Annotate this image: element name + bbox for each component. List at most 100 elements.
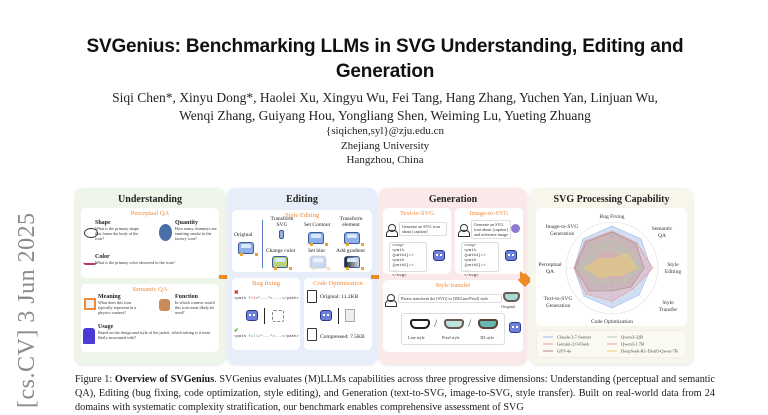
down-arrow-icon bbox=[264, 308, 265, 324]
figure-caption: Figure 1: Overview of SVGenius. SVGenius… bbox=[75, 373, 715, 415]
email[interactable]: {siqichen,syl}@zju.edu.cn bbox=[325, 125, 445, 137]
robot-icon bbox=[433, 250, 445, 261]
car-contour-icon bbox=[308, 232, 328, 246]
quantity-question: How many chimneys are emitting smoke in … bbox=[175, 226, 217, 241]
perceptual-qa-title: Perceptual QA bbox=[130, 210, 170, 217]
user-icon bbox=[385, 294, 397, 307]
caption-bold: Overview of SVGenius bbox=[114, 374, 215, 385]
understanding-panel: Understanding Perceptual QA Shape What i… bbox=[75, 188, 225, 364]
robot-icon bbox=[505, 250, 517, 261]
divider bbox=[262, 220, 263, 268]
transform-svg-label: Transform SVG bbox=[270, 216, 294, 228]
shoe-icon bbox=[83, 260, 97, 265]
text-to-svg-title: Text-to-SVG bbox=[400, 210, 434, 217]
style-editing-box: Style Editing Original Transform SVG Set… bbox=[232, 210, 372, 272]
semantic-qa-title: Semantic QA bbox=[132, 286, 168, 293]
axis-image-to-svg: Image-to-SVG bbox=[546, 224, 579, 230]
bug-fixing-title: Bug fixing bbox=[252, 280, 280, 287]
understanding-title: Understanding bbox=[118, 194, 182, 205]
car-transform-element-icon bbox=[344, 232, 364, 246]
original-size: Original: 11.2KB bbox=[320, 294, 359, 300]
usage-question: Based on the design and style of the jac… bbox=[98, 330, 211, 340]
robot-icon bbox=[509, 322, 521, 333]
arxiv-stamp: [cs.CV] 3 Jun 2025 bbox=[14, 212, 40, 408]
shape-question: What is the primary shape that forms the… bbox=[95, 226, 139, 241]
jacket-icon bbox=[83, 328, 95, 344]
paper-title: SVGenius: Benchmarking LLMs in SVG Under… bbox=[86, 36, 684, 82]
planet-icon bbox=[84, 228, 98, 238]
compressed-size: Compressed: 7.5KB bbox=[320, 334, 365, 340]
caption-text: . SVGenius evaluates (M)LLMs capabilitie… bbox=[75, 374, 715, 413]
style-transfer-box: Style transfer Please transform the [SVG… bbox=[383, 280, 523, 352]
svg-text:Generation: Generation bbox=[546, 303, 571, 309]
style-prompt: Please transform the [SVG] to [3D/Line/P… bbox=[398, 294, 502, 303]
code-optimization-box: Code Optimization Original: 11.2KB Compr… bbox=[304, 278, 372, 350]
compress-icon bbox=[345, 309, 355, 322]
authors-line-1: Siqi Chen*, Xinyu Dong*, Haolei Xu, Xing… bbox=[112, 90, 658, 105]
car-change-color-icon bbox=[272, 256, 292, 270]
separator: / bbox=[468, 316, 472, 330]
check-icon: ✔ bbox=[234, 328, 239, 334]
axis-code-optimization: Code Optimization bbox=[591, 319, 633, 325]
quantity-label: Quantity bbox=[175, 220, 199, 226]
meaning-question: What does this icon typically represent … bbox=[98, 300, 137, 315]
location: Hangzhou, China bbox=[346, 154, 424, 166]
axis-perceptual-qa: Perceptual bbox=[538, 262, 562, 268]
color-label: Color bbox=[95, 254, 110, 260]
goggles-3d-icon bbox=[478, 319, 498, 329]
original-label: Original bbox=[501, 304, 515, 309]
set-blur-label: Set blur bbox=[308, 248, 326, 254]
radar-legend: Claude-3.7-Sonnet Gemini-2.0-Flash GPT-4… bbox=[536, 330, 687, 358]
semantic-qa-box: Semantic QA Meaning What does this icon … bbox=[81, 284, 219, 352]
capability-title: SVG Processing Capability bbox=[553, 194, 670, 205]
goggles-line-icon bbox=[410, 319, 430, 329]
add-gradient-label: Add gradient bbox=[336, 248, 365, 254]
code-optimization-title: Code Optimization bbox=[313, 280, 363, 287]
radar-chart: Bug Fixing Semantic QA Style Editing Sty… bbox=[538, 214, 681, 325]
authors-line-2: Wenqi Zhang, Guiyang Hou, Yongliang Shen… bbox=[179, 108, 591, 123]
style-results-box: Line style / Pixel style / 3D style bbox=[401, 313, 505, 345]
3d-style-label: 3D style bbox=[480, 335, 495, 340]
editing-title: Editing bbox=[286, 194, 318, 205]
caption-label: Figure 1: bbox=[75, 374, 115, 385]
usage-label: Usage bbox=[98, 324, 114, 330]
text-prompt: Generate an SVG icon about [caption] bbox=[399, 222, 447, 236]
svg-text:Generation: Generation bbox=[550, 231, 575, 237]
goggles-original-icon bbox=[503, 292, 520, 302]
function-label: Function bbox=[175, 294, 199, 300]
factory-icon bbox=[159, 224, 172, 241]
image-prompt: Generate an SVG icon about [caption] and… bbox=[471, 220, 511, 239]
line-style-label: Line style bbox=[408, 335, 425, 340]
svg-text:Claude-3.7-Sonnet: Claude-3.7-Sonnet bbox=[557, 335, 592, 340]
authors: Siqi Chen*, Xinyu Dong*, Haolei Xu, Xing… bbox=[60, 89, 710, 125]
svg-text:GPT-4o: GPT-4o bbox=[557, 349, 572, 354]
bug-fixing-box: Bug fixing ✖ <path fll="...">....</path>… bbox=[232, 278, 300, 350]
image-to-svg-title: Image-to-SVG bbox=[469, 210, 509, 217]
set-contour-label: Set Contour bbox=[304, 222, 331, 228]
color-question: What is the primary color observed in th… bbox=[95, 260, 175, 265]
axis-text-to-svg: Text-to-SVG bbox=[544, 296, 573, 302]
document-icon bbox=[307, 290, 317, 303]
axis-bug-fixing: Bug Fixing bbox=[600, 214, 625, 220]
robot-icon bbox=[246, 310, 258, 321]
original-label: Original bbox=[234, 232, 253, 238]
fixed-code: <path fill="...">...</path> bbox=[234, 335, 299, 339]
separator: / bbox=[434, 316, 438, 330]
shape-label: Shape bbox=[95, 220, 111, 226]
svg-text:Qwen3-32B: Qwen3-32B bbox=[621, 335, 643, 340]
meaning-label: Meaning bbox=[98, 294, 121, 300]
svg-text:QA: QA bbox=[546, 269, 554, 275]
change-color-label: Change color bbox=[266, 248, 296, 254]
radar-chart-area: Bug Fixing Semantic QA Style Editing Sty… bbox=[536, 208, 687, 326]
plum-reference-icon bbox=[511, 224, 520, 233]
svg-text:QA: QA bbox=[658, 233, 666, 239]
goggles-pixel-icon bbox=[444, 319, 464, 329]
car-gradient-icon bbox=[344, 256, 364, 270]
image-to-svg-box: Image-to-SVG Generate an SVG icon about … bbox=[455, 208, 523, 278]
car-original-icon bbox=[238, 242, 258, 256]
svg-text:Editing: Editing bbox=[665, 269, 681, 275]
generation-panel: Generation Text-to-SVG Generate an SVG i… bbox=[379, 188, 527, 364]
editing-panel: Editing Style Editing Original Transform… bbox=[227, 188, 377, 364]
capability-panel: SVG Processing Capability bbox=[530, 188, 693, 364]
svg-text:Transfer: Transfer bbox=[659, 306, 678, 313]
